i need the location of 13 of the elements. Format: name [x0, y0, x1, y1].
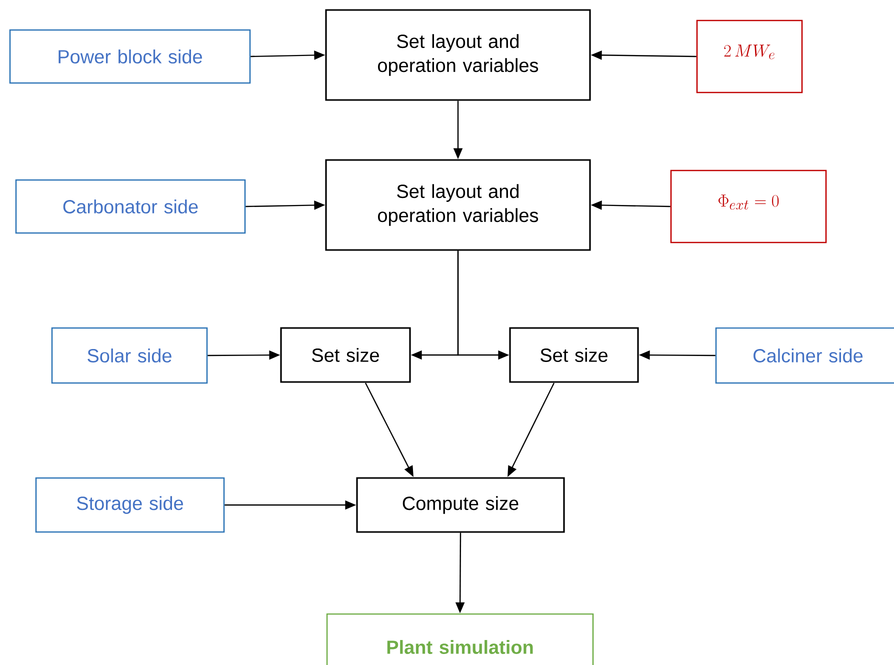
process-box: Set layout and operation variables: [325, 9, 591, 101]
process-box: Set size: [509, 327, 639, 383]
process-box: Set size: [280, 327, 411, 383]
process-box: Set layout and operation variables: [325, 159, 591, 251]
input-box: Storage side: [35, 477, 225, 533]
input-box: Solar side: [51, 327, 208, 384]
output-box: Plant simulation: [326, 613, 594, 665]
input-box: Power block side: [9, 29, 251, 84]
input-box: Calciner side: [715, 327, 894, 384]
parameter-box: $2\,MW_e$: [696, 20, 803, 94]
process-box: Compute size: [356, 477, 565, 533]
parameter-box: $\Phi_{ext}=0$: [670, 170, 827, 244]
input-box: Carbonator side: [15, 179, 246, 234]
